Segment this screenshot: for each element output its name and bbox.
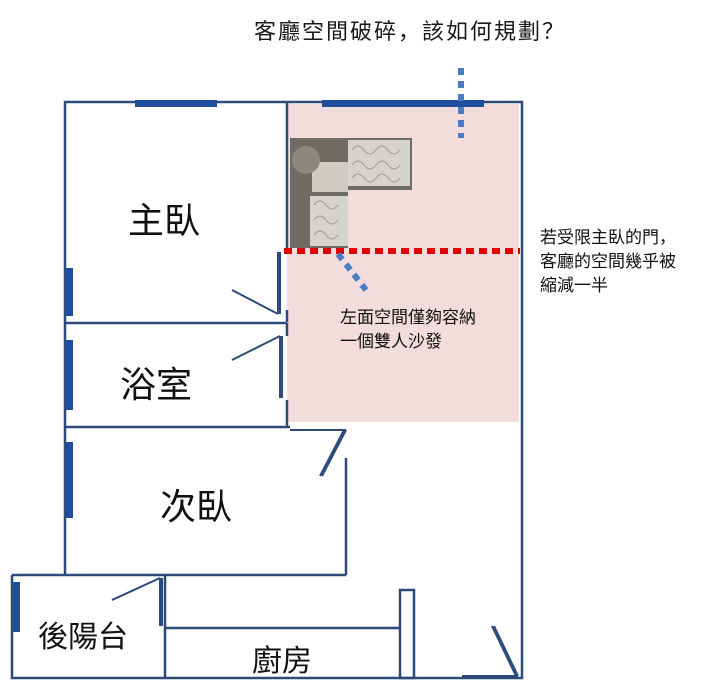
sofa: [290, 138, 412, 248]
window-bath-left: [66, 340, 73, 410]
window-balcony-left: [13, 582, 20, 632]
window-master-left: [66, 268, 73, 316]
window-living-top: [322, 100, 484, 107]
window-second-left: [66, 442, 73, 518]
room-label-rear-balcony: 後陽台: [38, 620, 128, 655]
room-label-second-bedroom: 次臥: [160, 487, 233, 528]
diagram-title: 客廳空間破碎，該如何規劃？: [0, 14, 720, 46]
note-sofa-space: 左面空間僅夠容納 一個雙人沙發: [340, 308, 476, 352]
window-master-top: [135, 100, 217, 107]
room-label-kitchen: 廚房: [252, 644, 312, 679]
room-label-bathroom: 浴室: [120, 365, 193, 406]
room-label-master-bedroom: 主臥: [128, 201, 201, 242]
note-door-limit: 若受限主臥的門， 客廳的空間幾乎被 縮減一半: [540, 228, 676, 296]
windows: [13, 100, 484, 632]
diagram-title-text: 客廳空間破碎，該如何規劃？: [253, 20, 566, 45]
doors: [111, 252, 519, 677]
interior-walls: [65, 102, 416, 680]
